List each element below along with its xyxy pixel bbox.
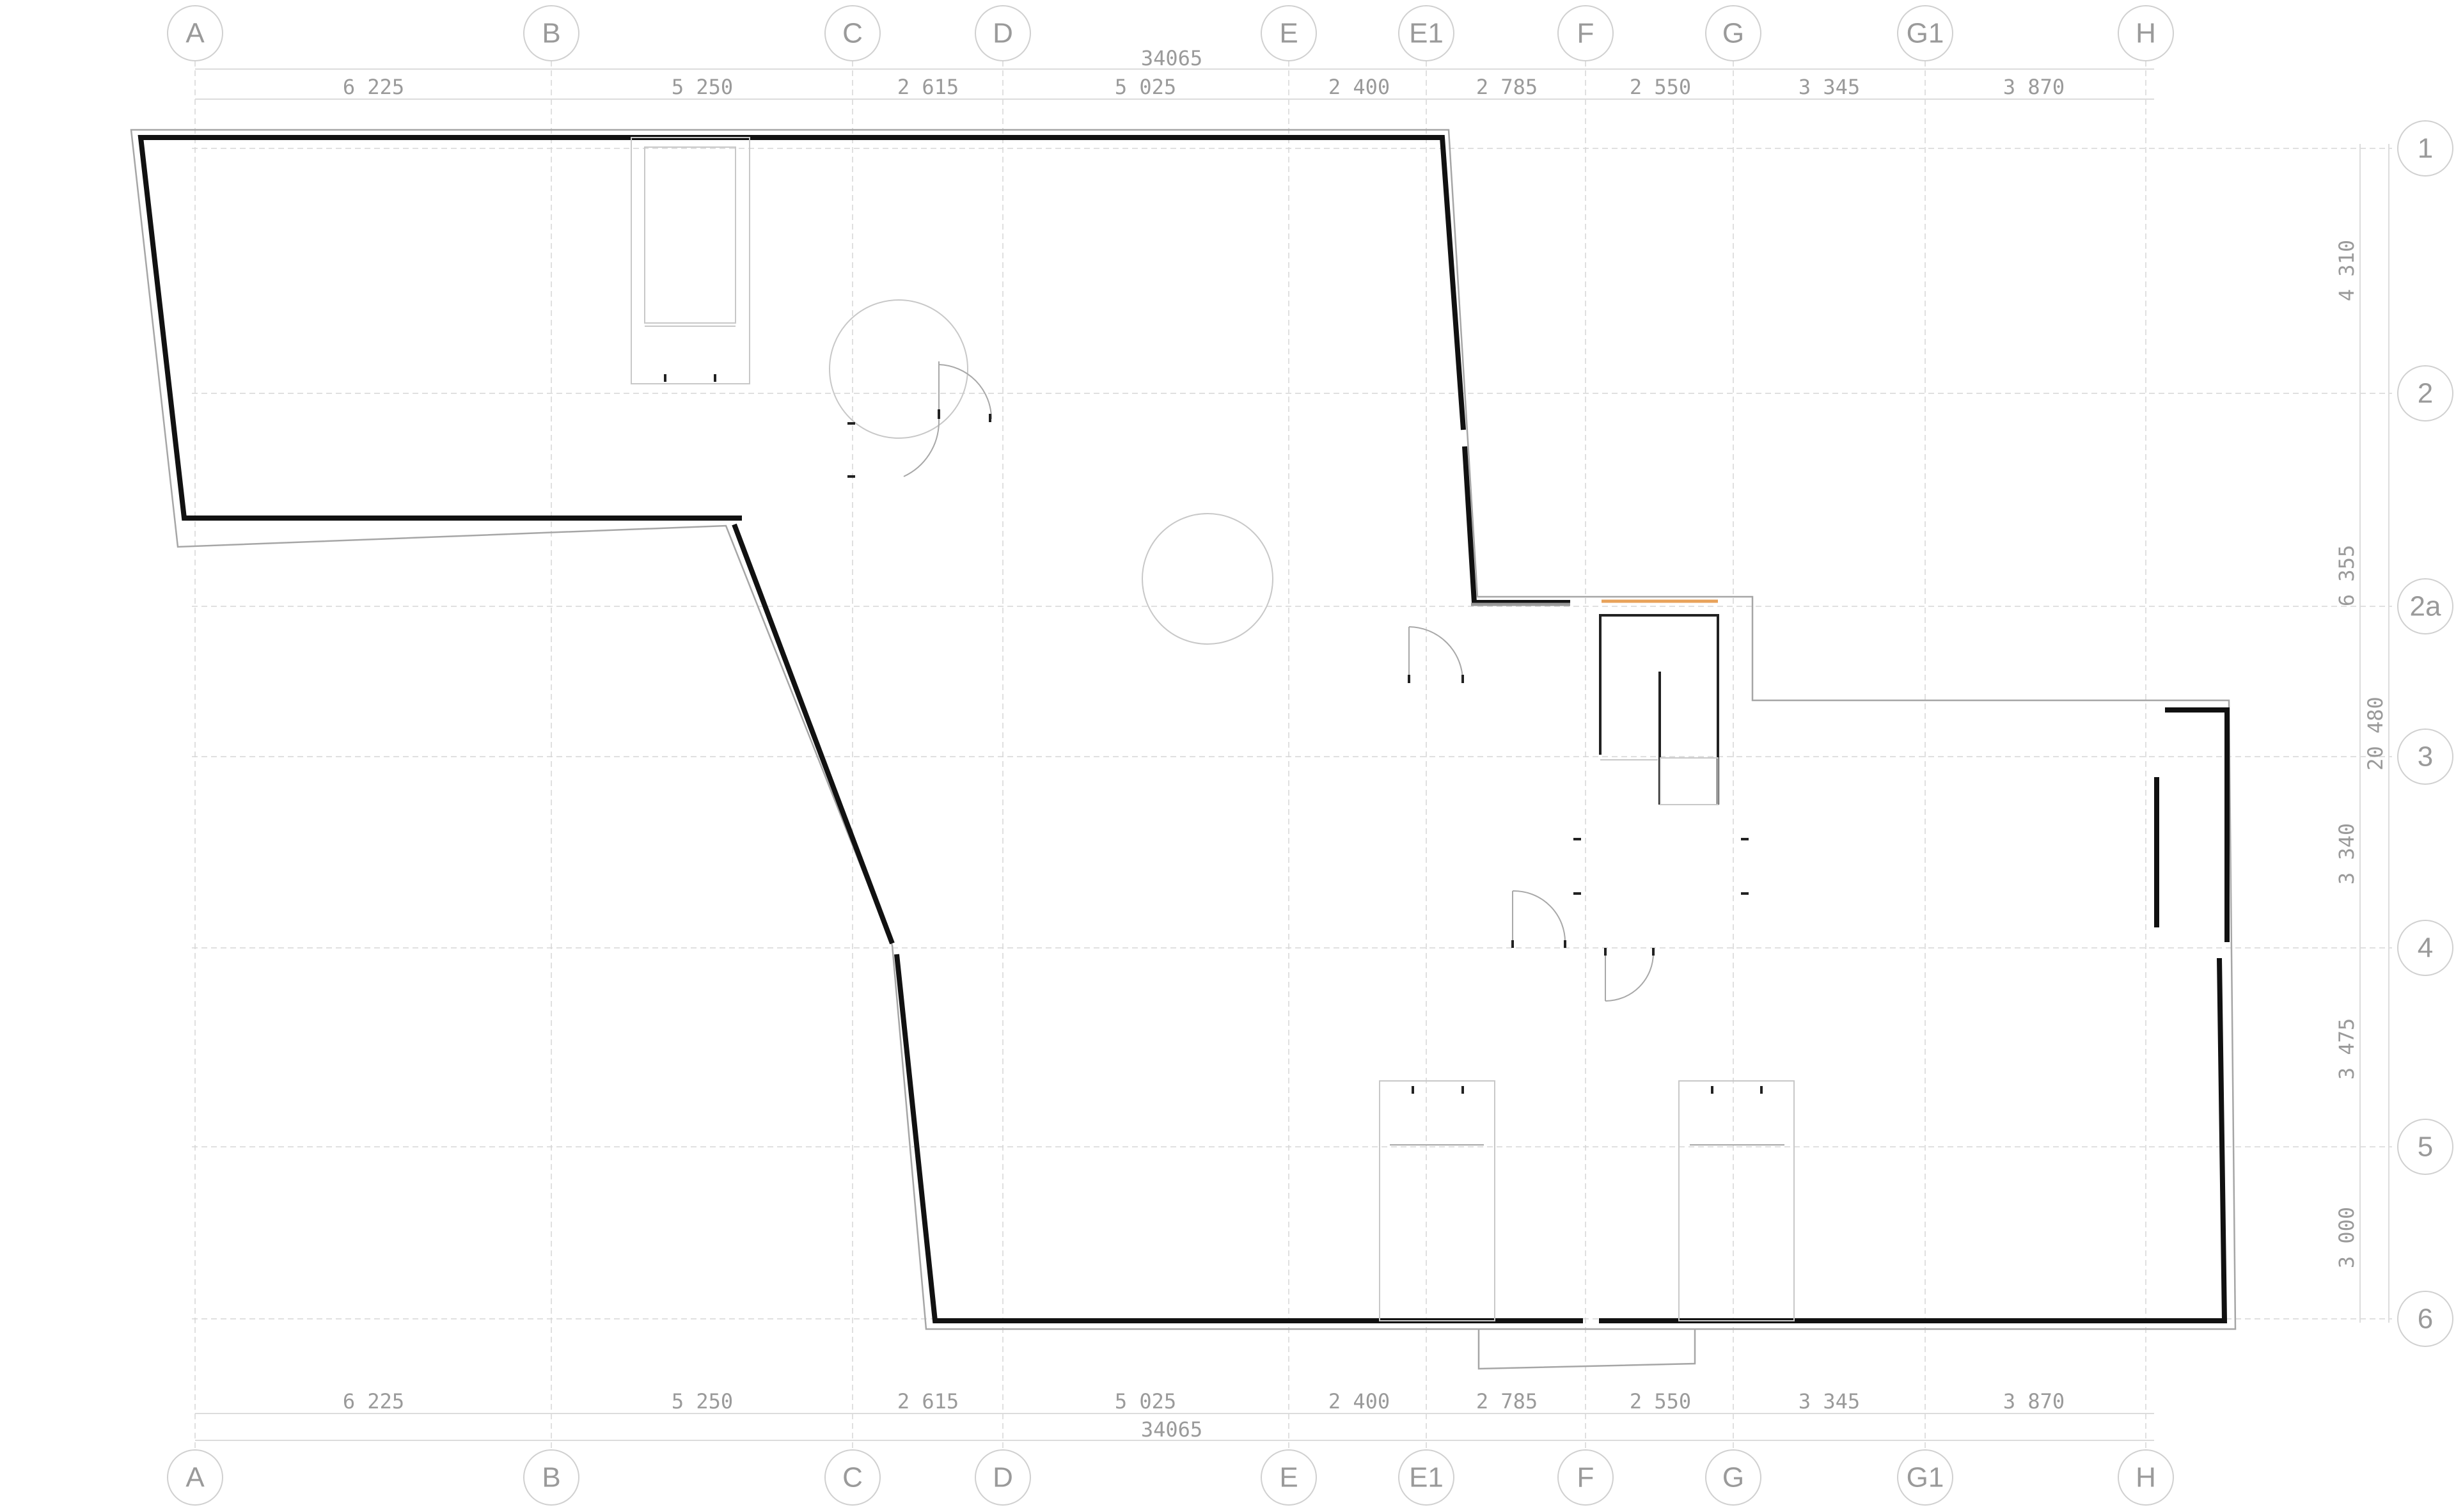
bottom-rooms: [1379, 1080, 1795, 1321]
dim-bottom-segment: 5 250: [672, 1389, 733, 1414]
axis-bubble-bottom-G: G: [1705, 1449, 1761, 1506]
axis-bubble-bottom-E: E: [1261, 1449, 1317, 1506]
axis-bubble-right-6: 6: [2397, 1291, 2453, 1347]
dim-bottom-segment: 2 400: [1328, 1389, 1390, 1414]
stair-core: [1471, 599, 1719, 805]
axis-bubble-top-D: D: [975, 5, 1031, 61]
dim-top-segment: 3 870: [2003, 75, 2065, 99]
axis-bubble-top-B: B: [523, 5, 579, 61]
dim-top-segment: 5 025: [1115, 75, 1176, 99]
axis-bubble-right-2: 2: [2397, 365, 2453, 421]
axis-bubble-top-E1-label: E1: [1409, 18, 1444, 49]
axis-bubble-bottom-B: B: [523, 1449, 579, 1506]
axis-bubble-top-H: H: [2118, 5, 2174, 61]
dim-top-segment: 2 400: [1328, 75, 1390, 99]
dim-top-total: 34065: [1141, 46, 1202, 70]
dim-right-total: 20 480: [2363, 697, 2388, 771]
axis-bubble-bottom-C-label: C: [842, 1462, 863, 1493]
dim-bottom-segment: 3 870: [2003, 1389, 2065, 1414]
axis-bubble-bottom-F: F: [1557, 1449, 1614, 1506]
axis-bubble-bottom-E-label: E: [1279, 1462, 1298, 1493]
dim-right-segment: 3 000: [2334, 1207, 2359, 1268]
axis-bubble-top-G1-label: G1: [1907, 18, 1944, 49]
dim-top-segment: 2 615: [897, 75, 959, 99]
axis-bubble-top-C: C: [824, 5, 881, 61]
axis-bubble-bottom-G1: G1: [1897, 1449, 1953, 1506]
axis-bubble-top-G1: G1: [1897, 5, 1953, 61]
axis-bubble-right-2a-label: 2a: [2410, 591, 2441, 622]
axis-bubble-top-E1: E1: [1398, 5, 1454, 61]
axis-bubble-right-1: 1: [2397, 120, 2453, 177]
axis-bubble-bottom-G1-label: G1: [1907, 1462, 1944, 1493]
axis-bubble-top-B-label: B: [542, 18, 560, 49]
axis-bubble-right-3-label: 3: [2418, 741, 2433, 773]
axis-bubble-bottom-B-label: B: [542, 1462, 560, 1493]
axis-bubble-bottom-D: D: [975, 1449, 1031, 1506]
building-outline: [130, 129, 2237, 1370]
axis-bubble-bottom-D-label: D: [993, 1462, 1013, 1493]
shaft-top: [631, 137, 750, 384]
axis-bubble-top-E-label: E: [1279, 18, 1298, 49]
axis-bubble-right-2-label: 2: [2418, 378, 2433, 409]
axis-bubble-top-H-label: H: [2136, 18, 2156, 49]
dim-top-segment: 6 225: [343, 75, 404, 99]
dim-right-segment: 6 355: [2334, 545, 2359, 606]
dim-bottom-segment: 6 225: [343, 1389, 404, 1414]
axis-bubble-right-6-label: 6: [2418, 1303, 2433, 1335]
axis-bubble-top-E: E: [1261, 5, 1317, 61]
dim-right-segment: 4 310: [2334, 240, 2359, 301]
grid-lines-rows: [192, 148, 2392, 1319]
dim-bottom-segment: 3 345: [1799, 1389, 1860, 1414]
grid-lines-columns: [194, 61, 2146, 1449]
dim-top-segment: 2 550: [1630, 75, 1691, 99]
dim-bottom-segment: 2 550: [1630, 1389, 1691, 1414]
dim-bottom-segment: 2 785: [1476, 1389, 1538, 1414]
door-swings: [847, 361, 1749, 1002]
axis-bubble-bottom-H: H: [2118, 1449, 2174, 1506]
dim-right-segment: 3 340: [2334, 823, 2359, 885]
axis-bubbles-right: 1 2 2a 3 4 5 6: [2397, 120, 2453, 1347]
axis-bubble-right-1-label: 1: [2418, 133, 2433, 164]
axis-bubble-top-C-label: C: [842, 18, 863, 49]
dimension-chain-bottom: 6 225 5 250 2 615 5 025 2 400 2 785 2 55…: [343, 1389, 2065, 1442]
axis-bubble-top-G: G: [1705, 5, 1761, 61]
dimension-lines: [195, 68, 2389, 1441]
axis-bubble-right-5: 5: [2397, 1119, 2453, 1175]
axis-bubble-right-4-label: 4: [2418, 933, 2433, 964]
axis-bubbles-top: A B C D E E1 F G G1 H: [167, 5, 2174, 61]
dim-bottom-total: 34065: [1141, 1417, 1202, 1442]
round-columns: [829, 299, 1273, 645]
dimension-chain-right: 4 310 6 355 3 340 3 475 3 000 20 480: [2334, 240, 2388, 1268]
dim-right-segment: 3 475: [2334, 1018, 2359, 1080]
axis-bubble-bottom-G-label: G: [1722, 1462, 1744, 1493]
dim-top-segment: 3 345: [1799, 75, 1860, 99]
axis-bubble-top-F-label: F: [1577, 18, 1594, 49]
axis-bubble-top-A-label: A: [185, 18, 205, 49]
axis-bubble-bottom-F-label: F: [1577, 1462, 1594, 1493]
axis-bubble-bottom-E1-label: E1: [1409, 1462, 1444, 1493]
axis-bubble-right-2a: 2a: [2397, 578, 2453, 634]
dim-bottom-segment: 5 025: [1115, 1389, 1176, 1414]
dim-top-segment: 5 250: [672, 75, 733, 99]
axis-bubble-top-G-label: G: [1722, 18, 1744, 49]
dim-top-segment: 2 785: [1476, 75, 1538, 99]
dim-bottom-segment: 2 615: [897, 1389, 959, 1414]
axis-bubble-bottom-H-label: H: [2136, 1462, 2156, 1493]
axis-bubble-bottom-E1: E1: [1398, 1449, 1454, 1506]
axis-bubble-right-4: 4: [2397, 920, 2453, 976]
axis-bubble-top-F: F: [1557, 5, 1614, 61]
axis-bubble-top-D-label: D: [993, 18, 1013, 49]
axis-bubble-top-A: A: [167, 5, 223, 61]
axis-bubbles-bottom: A B C D E E1 F G G1 H: [167, 1449, 2174, 1506]
dimension-chain-top: 34065 6 225 5 250 2 615 5 025 2 400 2 78…: [343, 46, 2065, 99]
exterior-walls: [138, 135, 2230, 1323]
axis-bubble-bottom-A: A: [167, 1449, 223, 1506]
axis-bubble-bottom-C: C: [824, 1449, 881, 1506]
axis-bubble-bottom-A-label: A: [185, 1462, 205, 1493]
axis-bubble-right-3: 3: [2397, 728, 2453, 785]
axis-bubble-right-5-label: 5: [2418, 1131, 2433, 1163]
